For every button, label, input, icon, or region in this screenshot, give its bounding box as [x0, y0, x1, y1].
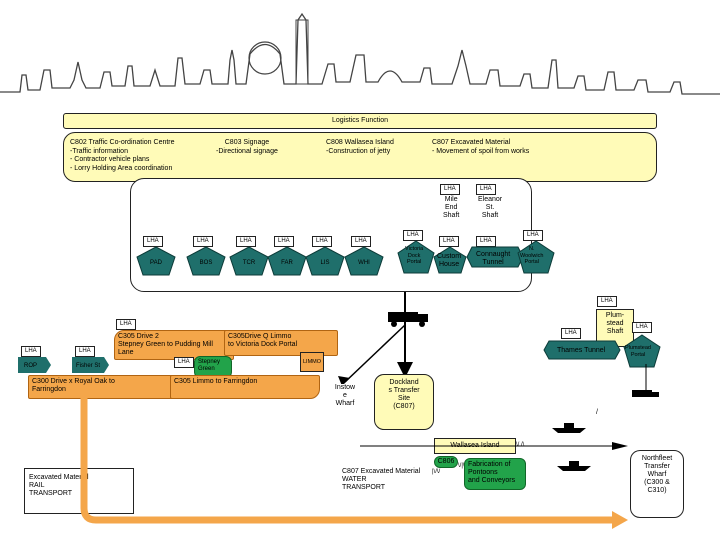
portal-label: BOS [199, 260, 213, 266]
portal-label: LIS [320, 260, 330, 266]
ship-icon-1 [552, 423, 586, 433]
lorry-icon-centre [388, 312, 428, 327]
ship-icon-2 [557, 461, 591, 471]
lha-plumstead: LHA [597, 296, 617, 307]
logistics-functions-box: C802 Traffic Co-ordination Centre -Traff… [63, 132, 657, 182]
rop-label: ROP [24, 363, 38, 369]
thames-tunnel: Thames Tunnel [557, 347, 606, 354]
portal-far: FAR [266, 246, 308, 276]
lha-eleanor: LHA [476, 184, 496, 195]
lha-rop: LHA [21, 346, 41, 357]
lha-portal-tcr: LHA [236, 236, 256, 247]
portal-label: WHI [358, 260, 370, 266]
c806-box: C806 [434, 456, 458, 468]
portal-pad: PAD [135, 246, 177, 276]
c803-function: C803 Signage -Directional signage [216, 139, 278, 155]
lha-thames: LHA [561, 328, 581, 339]
plumstead-portal-shape [623, 334, 661, 368]
victoria-dock-portal-shape [397, 240, 435, 274]
eleanor-st-shaft: Eleanor St. Shaft [478, 196, 503, 219]
lha-custom-house: LHA [439, 236, 459, 247]
portal-bos: BOS [185, 246, 227, 276]
c808-function: C808 Wallasea Island -Construction of je… [326, 139, 394, 155]
arrow-down-dockland [397, 292, 413, 378]
northfleet-transfer-wharf: Northfleet Transfer Wharf (C300 & C310) [630, 450, 684, 518]
slash-mark: / [596, 409, 598, 416]
lorry-icon-plumstead [632, 364, 659, 397]
arrow-to-instow [338, 324, 406, 386]
victoria-dock-portal: Victoria Dock Portal [405, 246, 424, 265]
lha-c305: LHA [116, 319, 136, 330]
fabrication-box: Fabrication of Pontoons and Conveyors [464, 458, 526, 490]
limmo-box: LIMMO [300, 352, 324, 372]
thames-tunnel-shape [543, 340, 621, 360]
mile-end-shaft: Mile End Shaft [443, 196, 460, 219]
portal-label: PAD [150, 260, 162, 266]
stepney-green: Stepney Green [194, 356, 232, 378]
portal-label: TCR [242, 260, 256, 266]
c305-limmo-farringdon: C305 Limmo to Farringdon [170, 375, 320, 399]
connaught-tunnel: Connaught Tunnel [476, 251, 511, 266]
lha-portal-far: LHA [274, 236, 294, 247]
custom-house: Custom House [437, 253, 462, 268]
lha-portal-lis: LHA [312, 236, 332, 247]
fisher-st-label: Fisher St [76, 363, 101, 369]
water-transport: C807 Excavated Material WATER TRANSPORT [342, 468, 421, 491]
transport-route-arrows [80, 392, 628, 529]
plumstead-portal: Plumstead Portal [625, 345, 651, 358]
rail-transport-box: Excavated Material RAIL TRANSPORT [24, 468, 134, 514]
portal-label: FAR [281, 260, 293, 266]
rop-shape [18, 357, 51, 373]
north-woolwich-portal: N. Woolwich Portal [520, 246, 544, 265]
lha-portal-pad: LHA [143, 236, 163, 247]
lha-fisher: LHA [75, 346, 95, 357]
c806-tick: \/|\/ [458, 463, 467, 469]
connaught-tunnel-shape [466, 246, 524, 268]
c802-function: C802 Traffic Co-ordination Centre -Traff… [70, 139, 175, 172]
lha-portal-bos: LHA [193, 236, 213, 247]
london-skyline [0, 12, 720, 95]
wallasea-tick: \/ /\ [516, 442, 525, 448]
instow-wharf: Instow e Wharf [328, 384, 362, 422]
lha-stepney: LHA [174, 357, 194, 368]
woolwich-portal-shape [517, 240, 555, 274]
docklands-transfer-site: Dockland s Transfer Site (C807) [374, 374, 434, 430]
portal-lis: LIS [304, 246, 346, 276]
c300-drive: C300 Drive x Royal Oak to Farringdon [28, 375, 174, 399]
water-tick: |\/\/ [432, 469, 441, 475]
logistics-function-header: Logistics Function [63, 113, 657, 129]
lha-portal-whi: LHA [351, 236, 371, 247]
c305-drive-q: C305Drive Q Limmo to Victoria Dock Porta… [224, 330, 338, 356]
c305-drive-2: C305 Drive 2 Stepney Green to Pudding Mi… [114, 330, 234, 360]
lha-plumstead-portal: LHA [632, 322, 652, 333]
portal-whi: WHI [343, 246, 385, 276]
c807-function: C807 Excavated Material - Movement of sp… [432, 139, 530, 155]
lha-victoria: LHA [403, 230, 423, 241]
lha-mile-end: LHA [440, 184, 460, 195]
custom-house-shape [433, 246, 467, 274]
portal-tcr: TCR [228, 246, 270, 276]
fisher-shape [72, 357, 109, 373]
lha-woolwich: LHA [523, 230, 543, 241]
